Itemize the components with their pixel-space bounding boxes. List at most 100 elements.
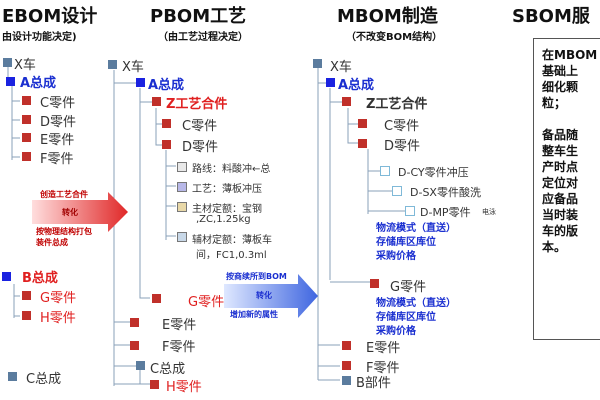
mbom-attr: 物流模式（直送） <box>376 298 456 309</box>
mbom-step[interactable]: D-MP零件 <box>420 206 471 219</box>
mbom-root[interactable]: X车 <box>330 60 352 75</box>
mbom-part[interactable]: E零件 <box>366 341 401 356</box>
mbom-attr: 采购价格 <box>376 251 416 262</box>
tree-node-icon <box>22 311 31 320</box>
pbom-detail: 主材定额：宝钢 <box>192 204 262 215</box>
pbom-detail: 工艺：薄板冲压 <box>192 184 262 195</box>
sbom-line: 车的版 <box>542 224 579 238</box>
tree-node-icon <box>162 140 171 149</box>
pbom-a-assembly[interactable]: A总成 <box>148 78 185 93</box>
sbom-description: 在MBOM 基础上 细化颗 粒； 备品随 整车生 产时点 定位对 应备品 当时装… <box>534 39 600 255</box>
ebom-b-assembly[interactable]: B总成 <box>22 271 58 286</box>
mbom-part[interactable]: D零件 <box>384 139 421 154</box>
mbom-step-suffix: 电泳 <box>482 208 496 216</box>
sbom-line <box>542 111 600 127</box>
ebom-root[interactable]: X车 <box>14 58 36 73</box>
tree-node-icon <box>342 361 351 370</box>
sbom-line: 在MBOM <box>542 48 598 62</box>
tree-node-icon <box>22 133 31 142</box>
pbom-part[interactable]: F零件 <box>162 340 196 355</box>
sbom-line: 应备品 <box>542 192 579 206</box>
tree-node-icon <box>358 139 367 148</box>
tree-node-icon <box>326 78 335 87</box>
pbom-z-assembly[interactable]: Z工艺合件 <box>166 97 228 112</box>
material-icon <box>177 202 187 212</box>
tree-node-icon <box>313 59 322 68</box>
tree-node-icon <box>342 376 351 385</box>
mbom-attr: 采购价格 <box>376 326 416 337</box>
pbom-detail: 辅材定额：薄板车 <box>192 235 272 246</box>
mbom-step[interactable]: D-CY零件冲压 <box>398 166 469 179</box>
tree-node-icon <box>130 318 139 327</box>
tree-node-icon <box>358 119 367 128</box>
process-icon <box>177 182 187 192</box>
ebom-c-assembly[interactable]: C总成 <box>26 372 62 387</box>
tree-node-icon <box>152 294 161 303</box>
tree-node-icon <box>108 60 117 69</box>
mbom-step[interactable]: D-SX零件酸洗 <box>410 186 481 199</box>
pbom-root[interactable]: X车 <box>122 60 144 75</box>
arrow-label: 转化 <box>62 208 78 217</box>
sbom-line: 定位对 <box>542 176 579 190</box>
ebom-part[interactable]: F零件 <box>40 152 74 167</box>
aux-material-icon <box>177 232 187 242</box>
arrow-pbom-to-mbom <box>224 274 318 318</box>
pbom-detail: 路线：料酸冲←总 <box>192 164 271 175</box>
mbom-z-assembly[interactable]: Z工艺合件 <box>366 97 428 112</box>
sbom-line: 细化颗 <box>542 80 579 94</box>
tree-node-icon <box>380 166 390 176</box>
arrow-label: 增加新的属性 <box>230 310 278 319</box>
tree-node-icon <box>22 96 31 105</box>
pbom-part[interactable]: D零件 <box>182 140 219 155</box>
pbom-c-assembly[interactable]: C总成 <box>150 362 186 377</box>
ebom-part[interactable]: D零件 <box>40 115 77 130</box>
mbom-g-part[interactable]: G零件 <box>390 280 427 295</box>
sbom-line: 整车生 <box>542 144 579 158</box>
tree-node-icon <box>22 152 31 161</box>
tree-node-icon <box>136 361 145 370</box>
tree-node-icon <box>3 58 12 67</box>
pbom-h-part[interactable]: H零件 <box>166 380 202 395</box>
ebom-part[interactable]: G零件 <box>40 291 77 306</box>
arrow-label: 按物理结构打包 <box>36 227 92 236</box>
route-icon <box>177 162 187 172</box>
ebom-part[interactable]: H零件 <box>40 311 76 326</box>
tree-node-icon <box>22 291 31 300</box>
ebom-a-assembly[interactable]: A总成 <box>20 76 57 91</box>
sbom-line: 当时装 <box>542 208 579 222</box>
sbom-line: 备品随 <box>542 128 579 142</box>
pbom-detail: 间，FC1,0.3ml <box>196 250 267 261</box>
arrow-label: 按商续所到BOM <box>226 272 287 281</box>
sbom-line: 产时点 <box>542 160 579 174</box>
mbom-b-part[interactable]: B部件 <box>356 376 391 391</box>
arrow-ebom-to-pbom <box>32 192 128 232</box>
pbom-g-part[interactable]: G零件 <box>188 295 225 310</box>
mbom-a-assembly[interactable]: A总成 <box>338 78 375 93</box>
tree-node-icon <box>136 78 145 87</box>
arrow-label: 创造工艺合件 <box>40 190 88 199</box>
mbom-title: MBOM制造 <box>337 6 438 27</box>
tree-node-icon <box>2 272 11 281</box>
tree-node-icon <box>152 97 161 106</box>
pbom-title: PBOM工艺 <box>150 6 247 27</box>
sbom-line: 粒； <box>542 96 567 110</box>
ebom-part[interactable]: C零件 <box>40 96 76 111</box>
pbom-subtitle: （由工艺过程决定） <box>158 32 248 43</box>
arrow-label: 装件总成 <box>36 238 68 247</box>
pbom-part[interactable]: C零件 <box>182 119 218 134</box>
mbom-subtitle: （不改变BOM结构） <box>346 32 443 43</box>
sbom-description-box: 在MBOM 基础上 细化颗 粒； 备品随 整车生 产时点 定位对 应备品 当时装… <box>533 38 600 340</box>
arrow-label: 转化 <box>256 291 272 300</box>
mbom-attr: 物流模式（直送） <box>376 223 456 234</box>
pbom-part[interactable]: E零件 <box>162 318 197 333</box>
ebom-title: EBOM设计 <box>2 6 98 27</box>
tree-node-icon <box>6 77 15 86</box>
sbom-title: SBOM服 <box>512 6 590 27</box>
tree-node-icon <box>162 119 171 128</box>
tree-node-icon <box>405 206 415 216</box>
mbom-part[interactable]: C零件 <box>384 119 420 134</box>
mbom-part[interactable]: F零件 <box>366 361 400 376</box>
ebom-part[interactable]: E零件 <box>40 133 75 148</box>
ebom-subtitle: 由设计功能决定) <box>2 32 77 43</box>
